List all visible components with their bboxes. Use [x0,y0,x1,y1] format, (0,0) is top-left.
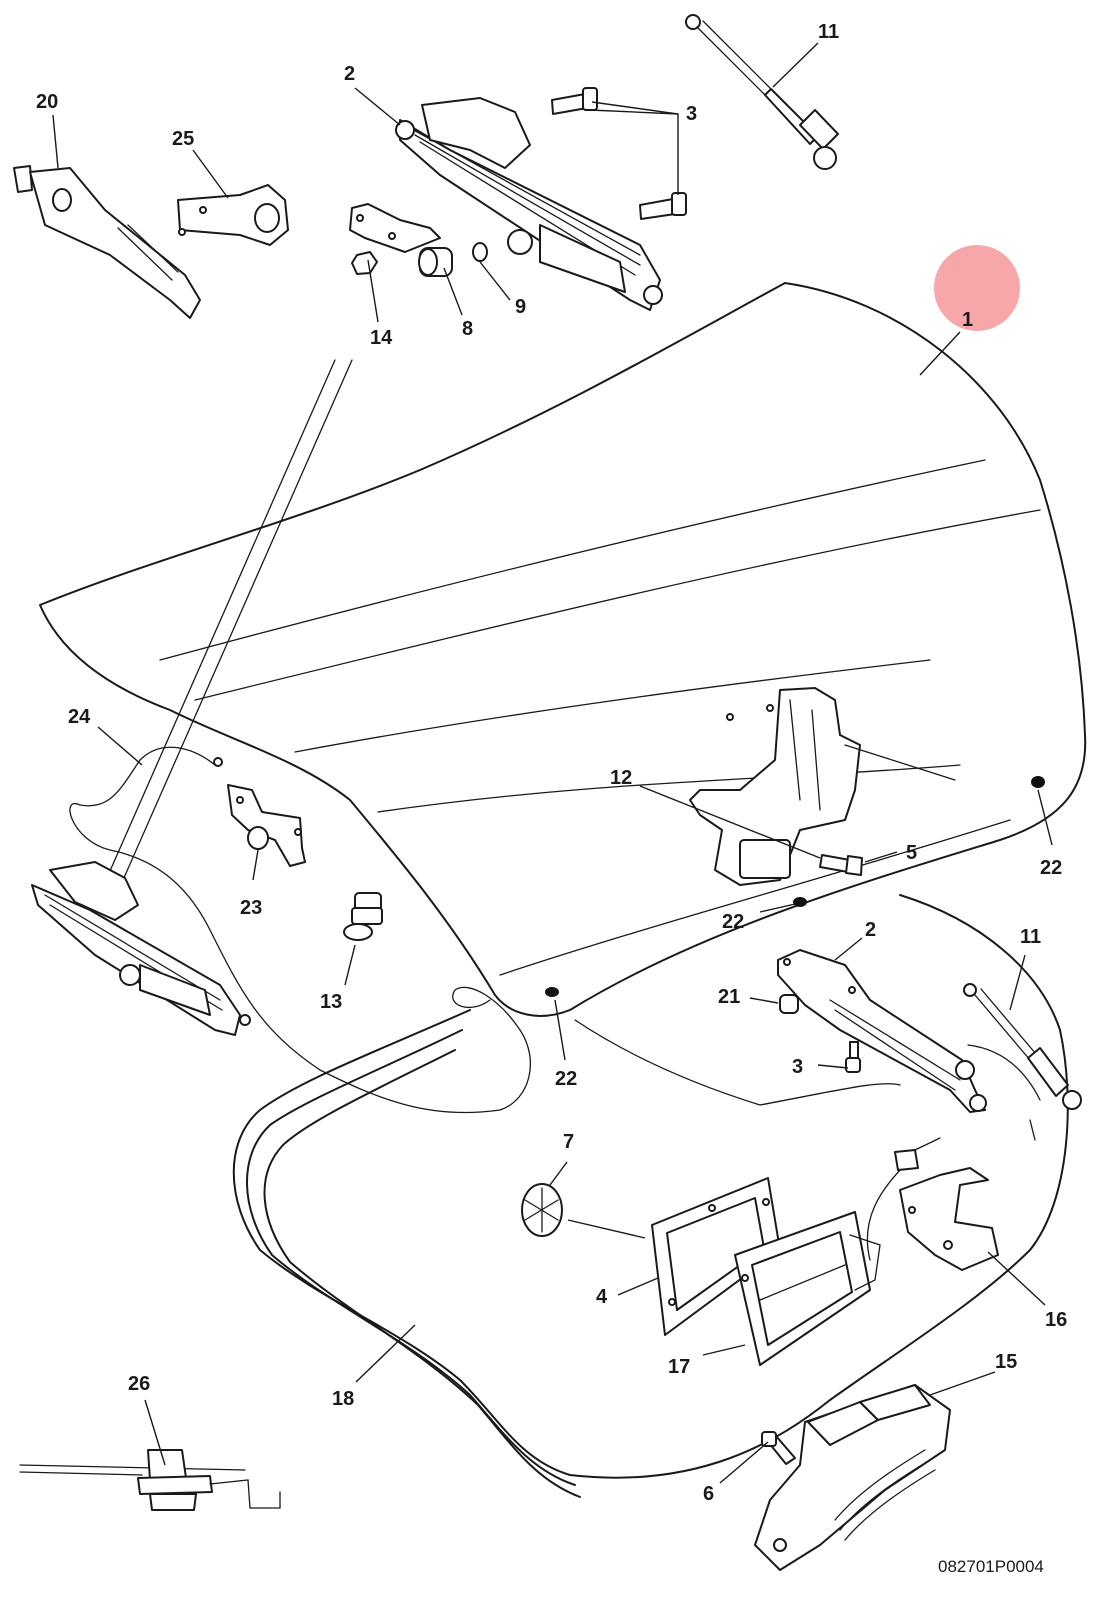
callout-8: 8 [462,318,473,340]
callout-3-top: 3 [686,103,697,125]
bumper-stop [779,994,799,1014]
hinge-right [777,949,987,1113]
grommet [521,1183,563,1237]
callout-4: 4 [596,1286,608,1308]
callout-5: 5 [906,842,917,864]
lamp-switch [343,892,383,941]
callout-26: 26 [128,1373,150,1395]
callout-22-left: 22 [555,1068,577,1090]
lock-actuator [734,1211,881,1366]
clip [19,1449,281,1511]
striker-assembly [754,1384,951,1571]
hinge-bolt-top-b [639,192,687,220]
callout-11-right: 11 [1020,926,1041,948]
callout-16: 16 [1045,1309,1067,1331]
striker-bolt [761,1431,796,1465]
callout-22-right: 22 [1040,857,1062,879]
callout-2-right: 2 [865,919,876,941]
washer [472,242,488,262]
mounting-plate [177,184,289,246]
callout-22-center: 22 [722,911,744,933]
callout-20: 20 [36,91,58,113]
small-bracket [349,203,441,253]
callout-11-top: 11 [818,21,839,43]
plug-center [793,897,807,907]
plug-left [545,987,559,997]
callout-21: 21 [718,986,740,1008]
torsion-arm [13,165,201,319]
callout-12: 12 [610,767,632,789]
cable-guide [227,784,306,867]
leader-lines [52,42,1053,1484]
callout-6: 6 [703,1483,714,1505]
callout-25: 25 [172,128,194,150]
callout-24: 24 [68,706,91,728]
hinge-left [395,97,663,311]
callout-13: 13 [320,991,342,1013]
nut [351,251,378,275]
gas-strut-right [963,983,1082,1110]
latch-bolt [819,854,863,876]
callout-18: 18 [332,1388,354,1410]
callout-17: 17 [668,1356,690,1378]
gas-strut-top [685,14,839,170]
release-cable [69,746,532,1114]
hinge-bolt-lower [845,1041,861,1073]
callout-7: 7 [563,1131,574,1153]
release-cable-route [94,359,353,906]
hinge-left-lower [31,861,251,1036]
callout-15: 15 [995,1351,1017,1373]
callout-14: 14 [370,327,393,349]
plug-right [1031,776,1045,788]
latch-bracket [689,687,956,886]
diagram-reference-code: 082701P0004 [938,1557,1044,1576]
wiring-connector [866,1137,941,1261]
callout-9: 9 [515,296,526,318]
support-bracket [899,1167,999,1271]
callout-3-lower: 3 [792,1056,803,1078]
bushing [418,247,453,277]
callout-1: 1 [962,309,973,331]
highlight-marker [934,245,1020,331]
callout-23: 23 [240,897,262,919]
callout-labels: 1 2 2 3 3 4 5 6 7 8 9 11 11 12 13 14 15 … [36,21,1067,1576]
trunk-lid-panel [39,282,1087,1017]
hinge-bolt-top-a [551,87,598,115]
callout-2-top: 2 [344,63,355,85]
